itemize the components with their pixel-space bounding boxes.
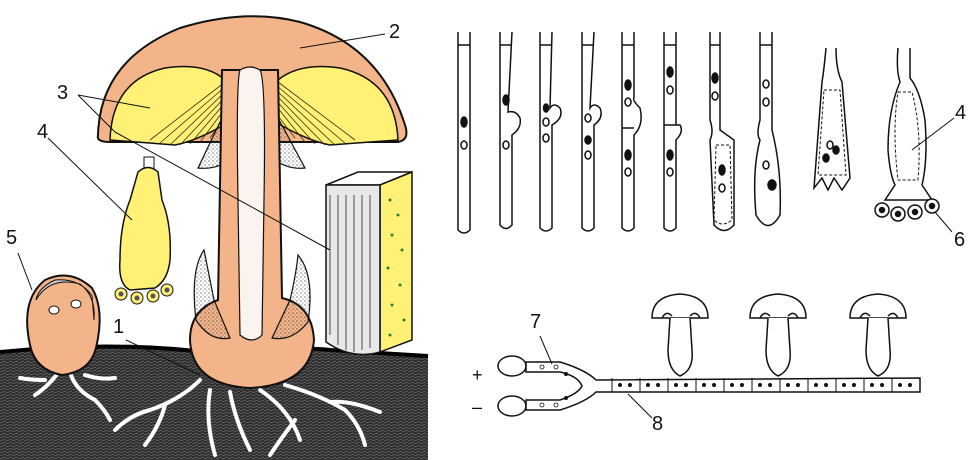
label-minus: – xyxy=(472,397,483,417)
label-4-left: 4 xyxy=(37,121,49,143)
leader-lines-right-top xyxy=(911,117,955,233)
dikaryon-formation xyxy=(497,355,921,417)
leader-lines-left xyxy=(17,33,386,376)
label-7: 7 xyxy=(530,311,542,333)
leader-lines-right-bottom xyxy=(539,335,653,419)
hymenium-block xyxy=(325,170,413,356)
label-5: 5 xyxy=(6,227,18,249)
label-3: 3 xyxy=(57,82,69,104)
label-2: 2 xyxy=(389,21,401,43)
label-4-right: 4 xyxy=(955,102,967,124)
small-mushrooms xyxy=(651,293,907,377)
young-fruit-body xyxy=(26,274,101,377)
basidium-left xyxy=(114,156,174,305)
label-plus: + xyxy=(472,365,483,385)
clamp-connection-sequence xyxy=(457,31,940,234)
mushroom xyxy=(96,15,408,390)
label-8: 8 xyxy=(652,413,664,435)
label-6: 6 xyxy=(954,229,966,251)
label-1: 1 xyxy=(113,316,125,338)
mycelium-roots xyxy=(18,368,382,457)
